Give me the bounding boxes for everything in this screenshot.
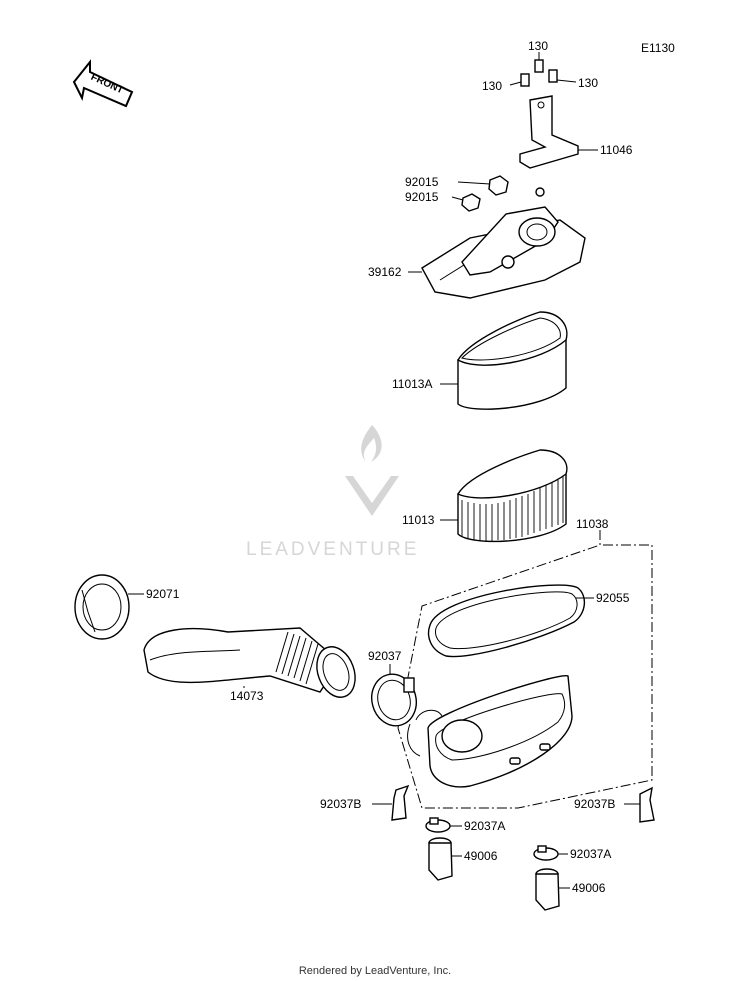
footer-credit: Rendered by LeadVenture, Inc.	[299, 965, 451, 977]
clamp-92037	[371, 664, 417, 727]
clip-92037B-left	[372, 784, 410, 821]
assembly-outline-11038	[397, 530, 653, 809]
gasket-92055	[427, 584, 594, 658]
watermark-text: LEADVENTURE	[246, 539, 419, 560]
cover-39162	[408, 187, 586, 299]
part-label-49006: 49006	[572, 881, 606, 895]
bolt-icon	[548, 69, 558, 83]
leadventure-watermark: LEADVENTURE	[246, 425, 419, 560]
part-label-39162: 39162	[368, 265, 402, 279]
part-label-11038: 11038	[576, 517, 609, 531]
part-label-92037A: 92037A	[464, 819, 505, 833]
part-label-130: 130	[528, 39, 548, 53]
clip-92037B-right	[624, 786, 655, 823]
part-label-130: 130	[578, 76, 598, 90]
part-label-92071: 92071	[146, 587, 180, 601]
clamp-92037A-right	[533, 845, 568, 861]
grommet-92071	[74, 574, 144, 640]
nuts-92015	[451, 175, 509, 212]
front-arrow: FRONT	[72, 59, 134, 108]
part-label-92037B: 92037B	[320, 797, 361, 811]
clamp-92037A-left	[425, 817, 462, 833]
part-label-92015: 92015	[405, 190, 439, 204]
air-cleaner-case	[407, 675, 573, 788]
part-label-11013: 11013	[402, 513, 435, 527]
paper-element-11013	[440, 449, 568, 543]
flame-logo-icon	[361, 425, 382, 462]
intake-duct-14073	[143, 627, 356, 698]
front-arrow-icon	[72, 59, 134, 108]
part-label-11046: 11046	[600, 143, 633, 157]
part-label-92055: 92055	[596, 591, 630, 605]
diagram-code: E1130	[641, 41, 675, 55]
part-label-49006: 49006	[464, 849, 498, 863]
v-logo-icon	[345, 476, 399, 516]
drain-cap-49006-left	[428, 837, 462, 881]
bolt-130-group	[509, 52, 577, 87]
foam-element-11013A	[440, 311, 568, 410]
drain-cap-49006-right	[535, 868, 570, 911]
part-label-92015: 92015	[405, 175, 439, 189]
part-label-92037B: 92037B	[574, 797, 615, 811]
part-label-14073: 14073	[230, 689, 264, 703]
bolt-icon	[534, 59, 544, 73]
bolt-icon	[520, 73, 530, 87]
part-label-92037A: 92037A	[570, 847, 611, 861]
part-label-130: 130	[482, 79, 502, 93]
bracket-11046	[519, 95, 598, 169]
part-label-11013A: 11013A	[392, 377, 432, 391]
part-label-92037: 92037	[368, 649, 402, 663]
